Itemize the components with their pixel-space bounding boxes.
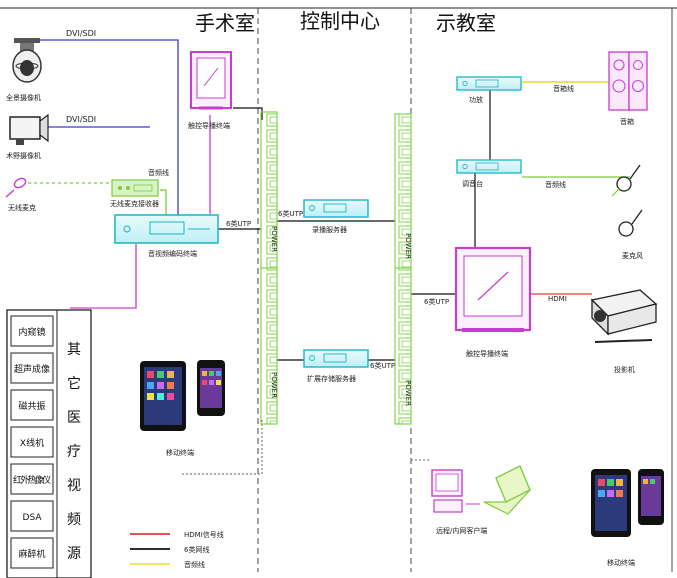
medical-source-item: X线机 xyxy=(20,437,44,449)
label-dvi-sdi-1: DVI/SDI xyxy=(66,29,96,38)
microphone-icon xyxy=(611,164,643,237)
medical-sources-title-char: 其 xyxy=(67,342,81,358)
heading-demo-room: 示教室 xyxy=(436,11,496,35)
medical-sources-title-char: 频 xyxy=(67,512,81,528)
microphone-label: 麦克风 xyxy=(622,251,643,260)
speaker-label: 音箱 xyxy=(620,117,634,126)
video-line-panoramic xyxy=(40,39,179,215)
touch-terminal-demo-label: 触控导播终端 xyxy=(466,349,508,358)
label-speaker-line: 音箱线 xyxy=(553,84,574,93)
mobile-terminal-or-label: 移动终端 xyxy=(166,448,194,457)
wireless-receiver-icon xyxy=(111,179,159,197)
legend-label: 6类网线 xyxy=(184,545,209,554)
network-switch-demo xyxy=(394,113,412,425)
wireless-mic-icon xyxy=(5,177,27,198)
touch-terminal-demo-icon xyxy=(454,246,532,332)
surgical-camera-label: 术野摄像机 xyxy=(6,151,41,160)
mobile-link-or xyxy=(182,420,263,475)
medical-sources-title-char: 医 xyxy=(67,410,81,426)
storage-server-icon xyxy=(303,349,369,368)
surgical-camera-icon xyxy=(9,113,49,145)
mixer-icon xyxy=(456,159,522,174)
touch-terminal-or-icon xyxy=(190,51,232,110)
medical-source-box xyxy=(10,537,54,569)
label-audio-line-mic: 音频线 xyxy=(148,168,169,177)
medical-source-item: 超声成像 xyxy=(14,363,50,375)
mobile-terminal-demo-icon xyxy=(591,469,664,537)
heading-control-center: 控制中心 xyxy=(300,9,380,33)
switch-power-label-1: POWER xyxy=(270,226,278,252)
switch-power-label-4: POWER xyxy=(404,380,412,406)
remote-client-label: 远程/内网客户端 xyxy=(436,526,487,535)
label-utp-storage: 6类UTP xyxy=(370,361,395,370)
speaker-icon xyxy=(608,51,648,111)
zone-dividers xyxy=(0,7,677,572)
medical-source-item: 麻醉机 xyxy=(18,548,45,560)
amplifier-icon xyxy=(456,76,522,91)
heading-operating-room: 手术室 xyxy=(195,11,255,35)
panoramic-camera-label: 全景摄像机 xyxy=(6,93,41,102)
medical-source-box xyxy=(10,352,54,384)
wireless-mic-label: 无线麦克 xyxy=(8,203,36,212)
medical-source-box xyxy=(10,426,54,458)
mic-audio-line xyxy=(160,189,167,215)
storage-server-label: 扩展存储服务器 xyxy=(307,374,356,383)
projector-label: 投影机 xyxy=(614,365,635,374)
medical-sources-title-char: 视 xyxy=(67,478,81,494)
wireless-receiver-label: 无线麦克接收器 xyxy=(110,199,159,208)
medical-source-item: DSA xyxy=(23,513,43,523)
mobile-terminal-or-icon xyxy=(140,360,225,431)
av-encoder-label: 音视频编码终端 xyxy=(148,249,197,258)
medical-source-box xyxy=(10,315,54,347)
medical-sources-title-char: 源 xyxy=(67,546,81,562)
av-encoder-icon xyxy=(114,214,219,244)
switch-power-label-2: POWER xyxy=(270,372,278,398)
label-utp-encoder: 6类UTP xyxy=(226,219,251,228)
medical-source-item: 红外热像仪 xyxy=(13,474,51,486)
medical-source-box xyxy=(10,463,54,495)
medical-sources-title-char: 它 xyxy=(67,375,81,392)
legend-label: 音频线 xyxy=(184,560,205,569)
amplifier-label: 功放 xyxy=(469,95,483,104)
medical-source-item: 磁共振 xyxy=(18,400,45,412)
control-line-sources xyxy=(70,244,137,309)
record-server-icon xyxy=(303,199,369,218)
label-audio-line-demo: 音频线 xyxy=(545,180,566,189)
medical-source-item: 内窥镜 xyxy=(18,326,45,338)
medical-sources-title-char: 疗 xyxy=(67,444,81,460)
switch-power-label-3: POWER xyxy=(404,233,412,259)
label-dvi-sdi-2: DVI/SDI xyxy=(66,115,96,124)
connection-lines xyxy=(28,39,630,475)
touch-terminal-or-label: 触控导播终端 xyxy=(188,121,230,130)
record-server-label: 录播服务器 xyxy=(312,225,347,234)
mobile-terminal-demo-label: 移动终端 xyxy=(607,558,635,567)
medical-source-box xyxy=(10,500,54,532)
panoramic-camera-icon xyxy=(12,38,42,83)
label-hdmi: HDMI xyxy=(548,295,567,303)
legend-label: HDMI信号线 xyxy=(184,530,224,539)
remote-client-icon xyxy=(431,465,531,515)
label-utp-record: 6类UTP xyxy=(278,209,303,218)
medical-source-box xyxy=(10,389,54,421)
projector-icon xyxy=(590,289,658,343)
label-utp-demo: 6类UTP xyxy=(424,297,449,306)
mixer-label: 调音台 xyxy=(462,179,483,188)
network-switch-or xyxy=(260,111,278,425)
